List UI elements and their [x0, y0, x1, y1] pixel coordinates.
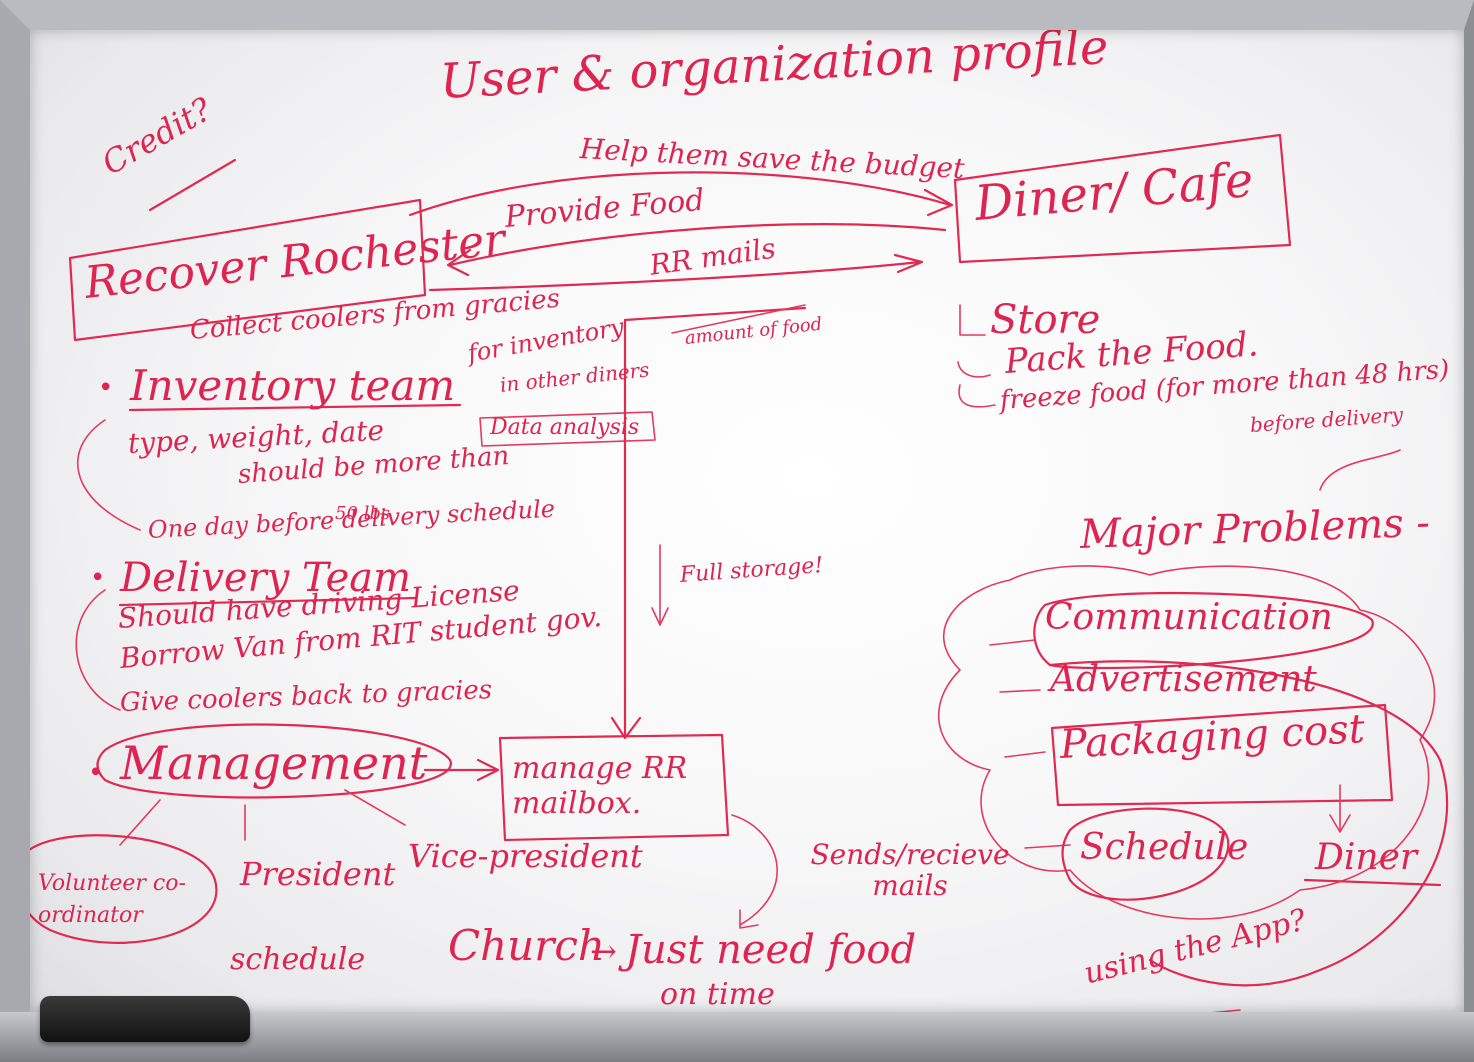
schedule-note: schedule [230, 942, 366, 977]
diner-cafe-box [953, 133, 1292, 264]
communication-circle [1033, 591, 1374, 670]
full-storage-small-arrowhead [651, 607, 669, 626]
credit-stroke [148, 158, 237, 212]
help-budget-arrow [408, 171, 952, 217]
church-loop [731, 814, 778, 926]
diner-note: Diner [1315, 837, 1418, 878]
on-time: on time [660, 977, 775, 1012]
advertisement-swoop [1048, 660, 1449, 987]
store-label: Store [990, 297, 1101, 343]
fifty-lbs: 50 lbs [335, 503, 391, 524]
inventory-bracket [77, 419, 141, 531]
inventory-underline [128, 403, 462, 412]
manage-arrowhead [476, 758, 500, 782]
management-loop [96, 723, 452, 799]
collect-line [623, 306, 807, 322]
comm-arrow [989, 639, 1036, 646]
provide-food-arrow [448, 223, 947, 267]
schedule-circle [1061, 807, 1230, 901]
delivery-bracket [75, 589, 121, 711]
church-label: Church [448, 921, 605, 970]
church-loop-arrowhead [739, 909, 759, 929]
data-analysis-box [479, 411, 656, 447]
rr-mails-arrow [428, 260, 922, 292]
management-heading: Management [120, 736, 428, 790]
problem-schedule: Schedule [1080, 827, 1249, 868]
problem-communication: Communication [1045, 597, 1333, 638]
major-problems-heading: Major Problems - [1079, 499, 1431, 558]
diner-arrowhead [1329, 814, 1351, 833]
manage-rr-box [498, 733, 730, 842]
eraser [40, 996, 250, 1042]
vice-president: Vice-president [408, 837, 643, 875]
freeze-curl [1319, 449, 1401, 491]
vice-arrow [344, 789, 406, 826]
sends-receive-mails: Sends/recieve mails [810, 838, 1010, 902]
rr-mails-arrowhead [893, 253, 924, 274]
delivery-bullet: • [90, 563, 106, 593]
pack-hook [957, 361, 991, 378]
management-bullet: • [88, 758, 104, 788]
president: President [240, 855, 396, 893]
full-storage-arrowhead [610, 716, 642, 740]
data-analysis: Data analysis [490, 415, 640, 440]
manage-rr-mailbox: manage RR mailbox. [512, 751, 688, 821]
provide-food-arrowhead [446, 248, 472, 277]
store-hook [959, 304, 986, 336]
delivery-team-heading: Delivery Team [120, 555, 412, 601]
packaging-box [1050, 703, 1394, 807]
help-budget-arrowhead [923, 188, 954, 217]
delivery-underline [118, 596, 417, 607]
freeze-hook [958, 384, 996, 408]
diner-underline [1303, 878, 1442, 887]
church-arrow: → [590, 932, 617, 970]
problems-cloud [937, 565, 1436, 920]
adv-arrow [999, 689, 1041, 693]
volunteer-coordinator: Volunteer co-ordinator [38, 871, 186, 928]
problem-advertisement: Advertisement [1050, 659, 1317, 700]
recover-rochester-box [68, 198, 427, 342]
inventory-bullet: • [98, 373, 114, 403]
amount-arrow [671, 304, 806, 334]
inventory-team-heading: Inventory team [130, 361, 456, 410]
just-need-food: Just need food [625, 927, 917, 973]
pack-arrow [1004, 751, 1046, 758]
